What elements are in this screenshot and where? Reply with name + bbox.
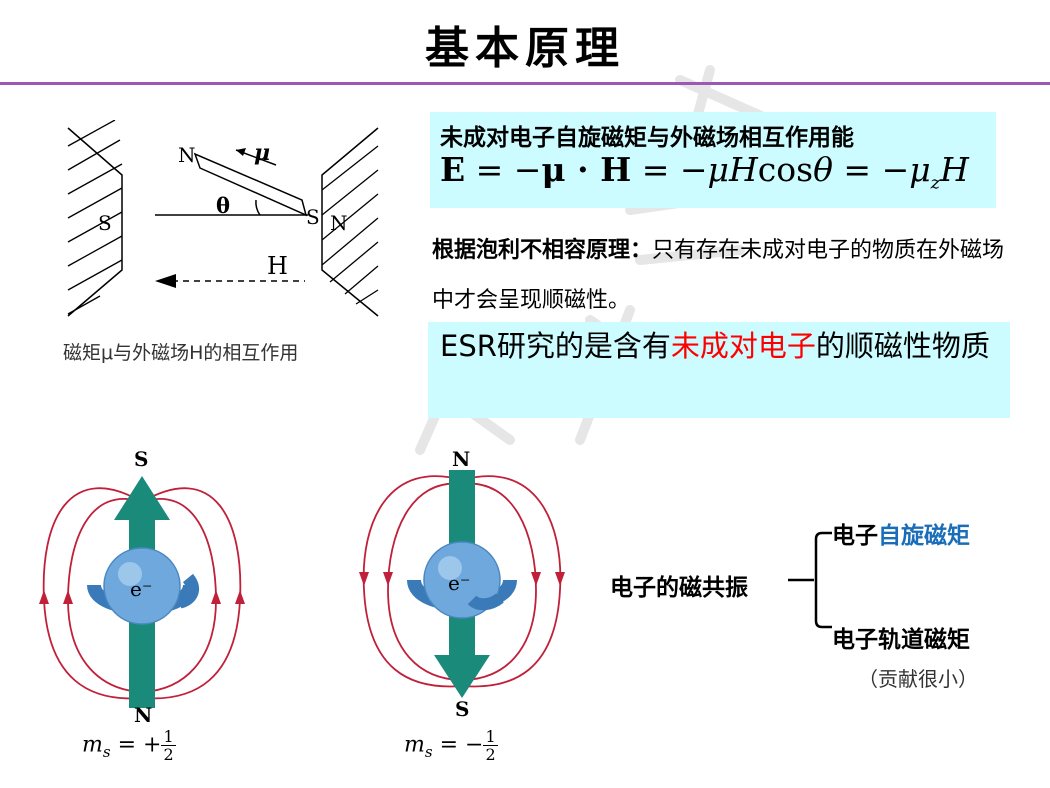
energy-box [430,112,996,208]
n-pole-label: N [330,211,348,235]
mu-label: μ [254,140,270,166]
page-title: 基本原理 [425,23,625,74]
figure-caption: 磁矩μ与外磁场H的相互作用 [63,342,299,364]
pauli-paragraph: 根据泡利不相容原理：只有存在未成对电子的物质在外磁场中才会呈现顺磁性。 [432,238,1005,313]
magnet-diagram: N μ θ S S N H [67,120,379,317]
mindmap-root: 电子的磁共振 [610,575,748,601]
energy-formula: E = −μ · H = −μHcosθ = −μzH [440,150,969,194]
spin-down-diagram: e⁻ N S [359,447,565,721]
h-label: H [267,252,288,280]
mindmap-note: （贡献很小） [858,667,978,691]
electron-label: e⁻ [448,571,470,595]
mindmap-branch-spin: 电子自旋磁矩 [832,523,970,549]
south-label: S [134,447,148,471]
esr-statement: ESR研究的是含有未成对电子的顺磁性物质 [440,329,990,363]
mindmap-branch-orbital: 电子轨道磁矩 [832,627,970,653]
theta-label: θ [216,193,230,218]
north-pole-label: N [178,143,196,167]
electron-label: e⁻ [130,577,152,601]
title-divider [0,82,1050,85]
esr-box [428,322,1010,418]
energy-heading: 未成对电子自旋磁矩与外磁场相互作用能 [440,125,854,151]
spin-up-diagram: e⁻ S N [39,447,245,725]
s-end-label: S [306,205,320,229]
mindmap-bracket [788,531,832,629]
south-label: S [455,697,469,721]
north-label: N [452,447,470,471]
north-label: N [134,703,152,725]
s-pole-label: S [98,211,112,235]
